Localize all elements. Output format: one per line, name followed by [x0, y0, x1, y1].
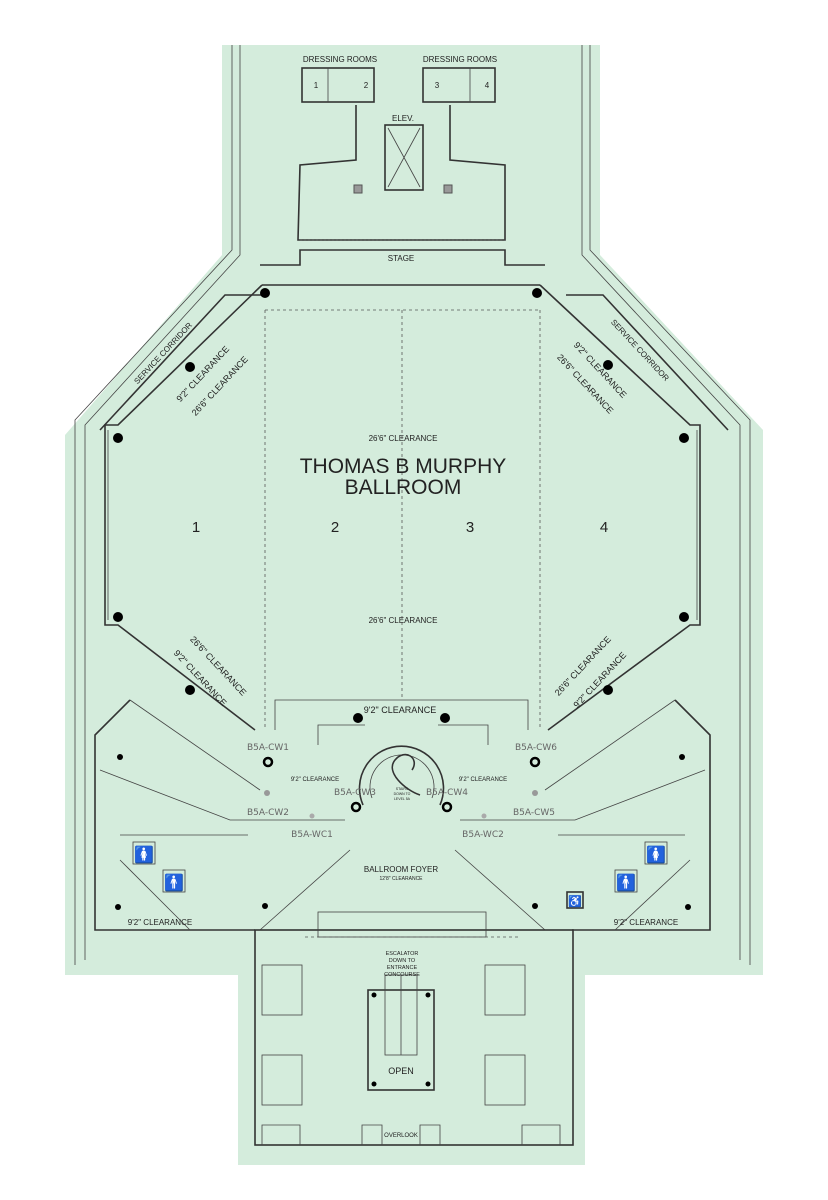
door-code-cw2: B5A-CW2 [247, 808, 289, 818]
ballroom-walls [104, 284, 701, 745]
escalator-note-line: DOWN TO [389, 958, 416, 964]
restroom-men-icon: 🚹 [616, 873, 636, 892]
foyer-clearance: 12'8" CLEARANCE [379, 876, 423, 882]
dressing-room-4: 4 [485, 81, 490, 90]
door-code-cw3: B5A-CW3 [334, 788, 376, 798]
dressing-room-3: 3 [435, 81, 440, 90]
dressing-rooms-right-label: DRESSING ROOMS [423, 55, 497, 64]
foyer-label: BALLROOM FOYER [364, 865, 438, 874]
restroom-women-icon: 🚺 [646, 845, 666, 864]
dressing-room-2: 2 [364, 81, 369, 90]
floor-area [65, 45, 763, 1165]
service-corridors [74, 45, 751, 965]
clearance-label: 9'2" CLEARANCE [459, 777, 507, 783]
accessible-restroom-icon: ♿ [568, 895, 582, 908]
restroom-men-icon: 🚹 [164, 873, 184, 892]
stairs-note-line: STAIRS [396, 787, 409, 791]
door-code-wc2: B5A-WC2 [462, 830, 504, 840]
door-code-cw6: B5A-CW6 [515, 743, 557, 753]
escalator-note-line: ESCALATOR [386, 951, 419, 957]
foyer-walls [94, 699, 711, 931]
section-3[interactable]: 3 [466, 519, 474, 536]
clearance-label: 9'2" CLEARANCE [614, 918, 678, 927]
clearance-label: 9'2" CLEARANCE [291, 777, 339, 783]
escalator-note-line: CONCOURSE [384, 972, 420, 978]
door-code-cw5: B5A-CW5 [513, 808, 555, 818]
door-code-cw1: B5A-CW1 [247, 743, 289, 753]
section-2[interactable]: 2 [331, 519, 339, 536]
lower-section [254, 911, 574, 1146]
clearance-label: 9'2" CLEARANCE [364, 705, 436, 715]
section-1[interactable]: 1 [192, 519, 200, 536]
overlook-label: OVERLOOK [384, 1133, 418, 1139]
ballroom-subtitle: BALLROOM [345, 476, 462, 499]
columns [113, 288, 691, 1087]
elevator-label: ELEV. [392, 114, 414, 123]
restroom-right: 🚺 🚹 ♿ [566, 841, 668, 909]
section-4[interactable]: 4 [600, 519, 608, 536]
open-label: OPEN [388, 1066, 414, 1076]
clearance-label: 9'2" CLEARANCE [128, 918, 192, 927]
stairs-note-line: DOWN TO [394, 792, 411, 796]
restroom-women-icon: 🚺 [134, 845, 154, 864]
door-code-wc1: B5A-WC1 [291, 830, 333, 840]
stairs-note-line: LEVEL 5A [394, 797, 411, 801]
escalator-note-line: ENTRANCE [387, 965, 418, 971]
backstage [260, 67, 545, 266]
ballroom-title: THOMAS B MURPHY [300, 455, 507, 478]
spiral-staircase[interactable] [358, 745, 445, 806]
restroom-left: 🚺 🚹 [132, 841, 186, 893]
clearance-label: 26'6" CLEARANCE [369, 434, 438, 443]
dressing-room-1: 1 [314, 81, 319, 90]
dressing-rooms-left-label: DRESSING ROOMS [303, 55, 377, 64]
clearance-label: 26'6" CLEARANCE [369, 616, 438, 625]
door-code-cw4: B5A-CW4 [426, 788, 468, 798]
stage-label: STAGE [388, 254, 415, 263]
